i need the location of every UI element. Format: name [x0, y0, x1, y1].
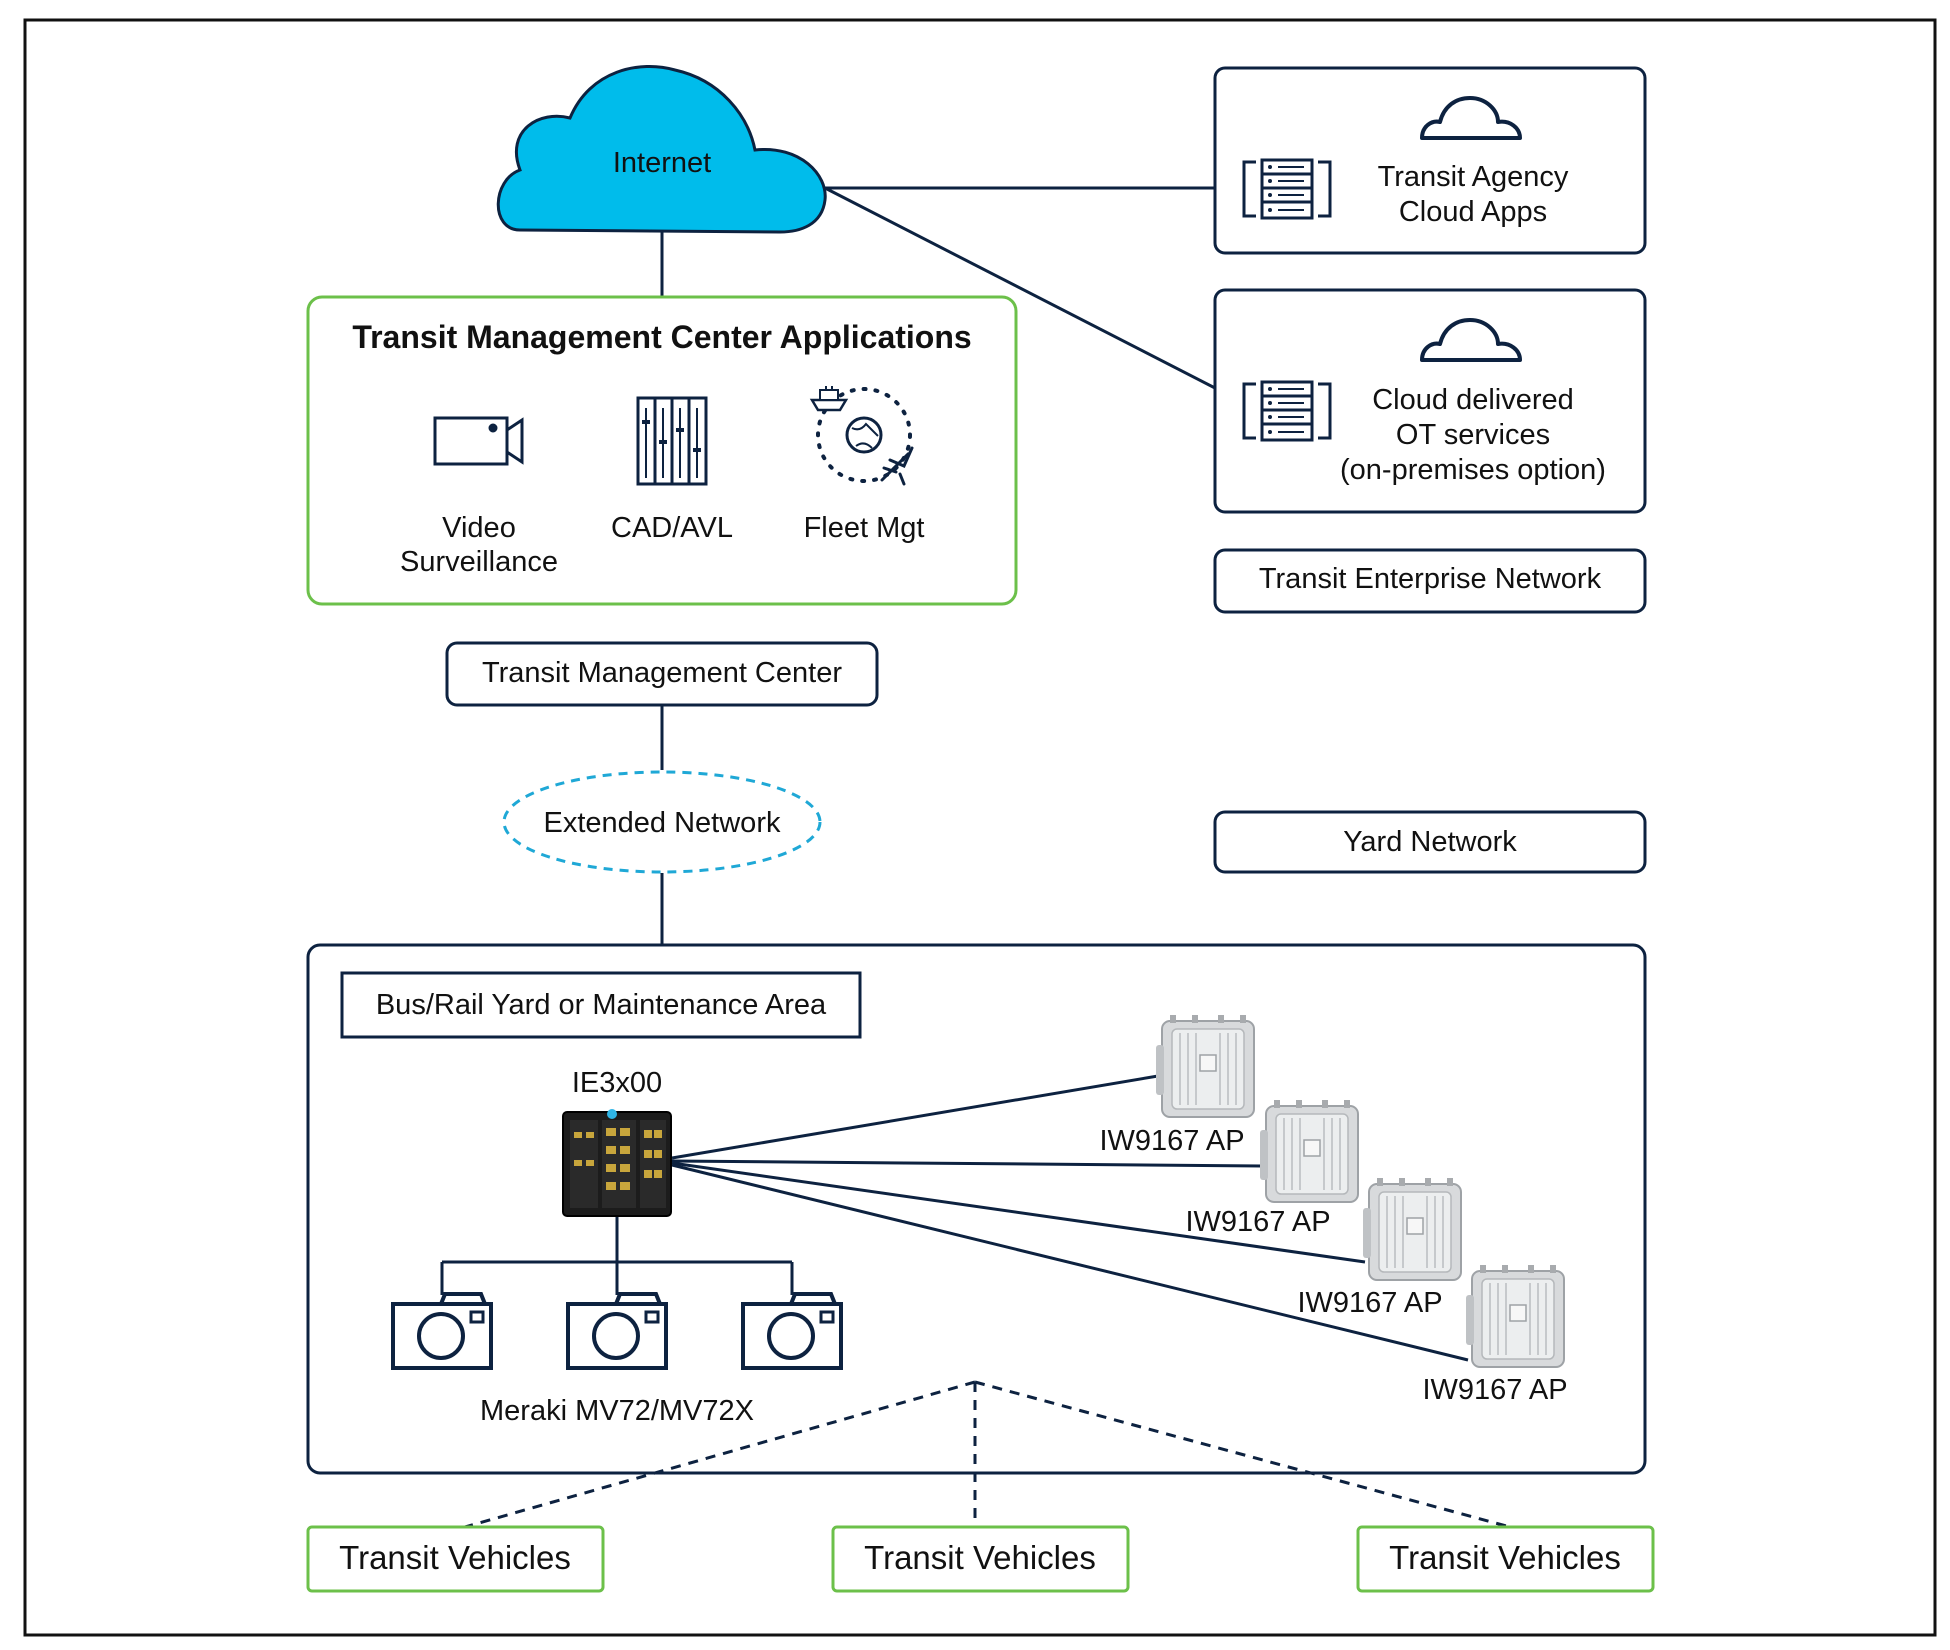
yard-area-box — [306, 943, 1647, 1475]
cloud-apps-line1: Transit Agency — [1378, 161, 1569, 193]
ot-services-box: Cloud delivered OT services (on-premises… — [1213, 288, 1647, 514]
yard-network-label-box: Yard Network — [1213, 810, 1647, 874]
extended-network-label: Extended Network — [544, 807, 781, 839]
yard-network-label: Yard Network — [1343, 826, 1517, 858]
vehicle-box: Transit Vehicles — [1356, 1525, 1655, 1593]
ot-services-line2: OT services — [1396, 419, 1550, 451]
diagram-frame — [23, 18, 1937, 1637]
ap-label-1: IW9167 AP — [1099, 1125, 1244, 1157]
tmc-apps-title: Transit Management Center Applications — [352, 319, 971, 355]
camera-icon — [391, 1292, 493, 1370]
tmc-label-box: Transit Management Center — [445, 641, 879, 707]
vehicle-label: Transit Vehicles — [864, 1539, 1096, 1576]
internet-cloud: Internet — [496, 65, 827, 234]
camera-icon — [741, 1292, 843, 1370]
video-label-line2: Surveillance — [400, 546, 558, 578]
access-point-icon — [1362, 1177, 1462, 1281]
vehicle-box: Transit Vehicles — [306, 1525, 605, 1593]
access-point-icon — [1259, 1099, 1359, 1203]
fleet-label: Fleet Mgt — [804, 512, 925, 544]
cad-avl-label: CAD/AVL — [611, 512, 733, 544]
ot-services-line1: Cloud delivered — [1372, 384, 1574, 416]
fleet-globe-icon — [809, 386, 914, 486]
wireless-links — [464, 1380, 1511, 1529]
access-point-icon — [1465, 1264, 1565, 1368]
ap-label-3: IW9167 AP — [1297, 1287, 1442, 1319]
switch-label: IE3x00 — [572, 1067, 662, 1099]
enterprise-network-label-box: Transit Enterprise Network — [1213, 548, 1647, 614]
vehicle-label: Transit Vehicles — [339, 1539, 571, 1576]
tmc-label: Transit Management Center — [482, 657, 842, 689]
access-point-icon — [1155, 1014, 1255, 1118]
connector-lines — [440, 186, 1469, 1362]
enterprise-network-label: Transit Enterprise Network — [1259, 563, 1602, 595]
extended-network: Extended Network — [502, 770, 822, 874]
internet-label: Internet — [613, 147, 711, 179]
yard-area-label: Bus/Rail Yard or Maintenance Area — [376, 989, 827, 1021]
ap-label-4: IW9167 AP — [1422, 1374, 1567, 1406]
cloud-icon — [496, 65, 827, 234]
ap-label-2: IW9167 AP — [1185, 1206, 1330, 1238]
cloud-apps-line2: Cloud Apps — [1399, 196, 1547, 228]
ot-services-line3: (on-premises option) — [1340, 454, 1606, 486]
cad-avl-icon — [636, 396, 708, 486]
yard-area-label-box: Bus/Rail Yard or Maintenance Area — [340, 971, 862, 1039]
camera-label: Meraki MV72/MV72X — [480, 1395, 754, 1427]
camera-icon — [566, 1292, 668, 1370]
switch-icon — [562, 1109, 672, 1217]
vehicle-box: Transit Vehicles — [831, 1525, 1130, 1593]
tmc-apps-box: Transit Management Center Applications V… — [306, 295, 1018, 606]
cloud-apps-box: Transit Agency Cloud Apps — [1213, 66, 1647, 255]
video-label-line1: Video — [442, 512, 516, 544]
vehicle-label: Transit Vehicles — [1389, 1539, 1621, 1576]
video-camera-icon — [433, 416, 524, 466]
